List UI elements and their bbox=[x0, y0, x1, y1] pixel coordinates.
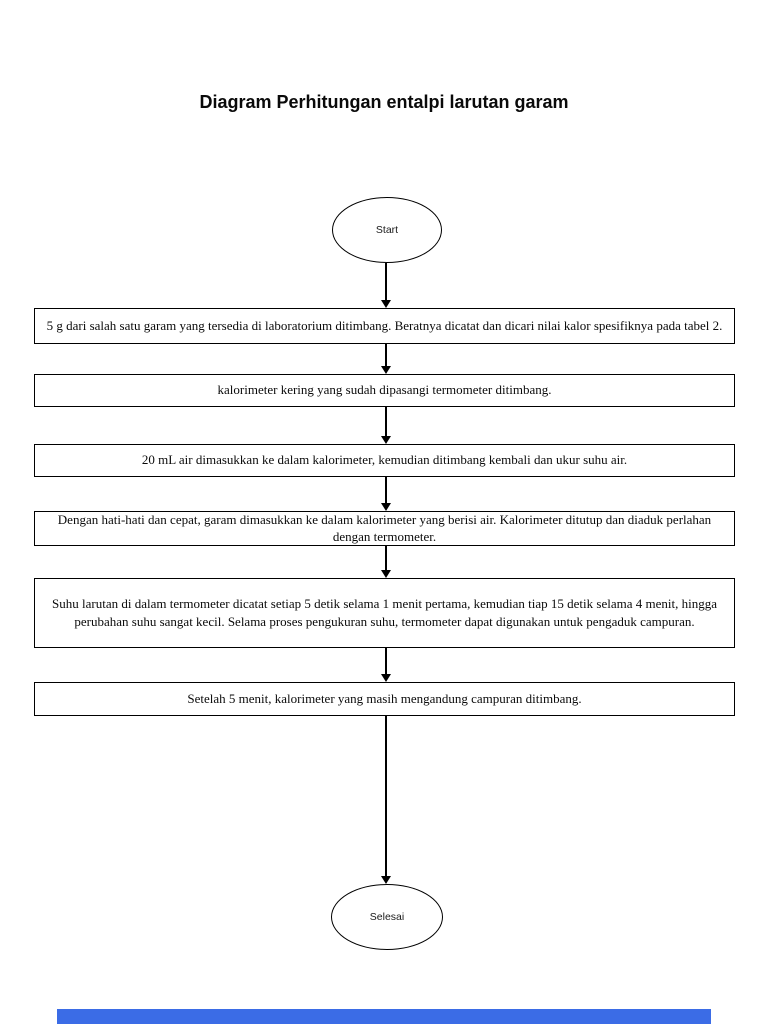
flow-step-box-1: 5 g dari salah satu garam yang tersedia … bbox=[34, 308, 735, 344]
flow-step-box-3: 20 mL air dimasukkan ke dalam kalorimete… bbox=[34, 444, 735, 477]
flow-step-box-6: Setelah 5 menit, kalorimeter yang masih … bbox=[34, 682, 735, 716]
flow-step-text: Suhu larutan di dalam termometer dicatat… bbox=[52, 596, 717, 629]
end-label: Selesai bbox=[369, 911, 405, 923]
flow-arrow-down-icon bbox=[380, 343, 392, 374]
flow-step-box-2: kalorimeter kering yang sudah dipasangi … bbox=[34, 374, 735, 407]
flow-arrow-down-icon bbox=[380, 546, 392, 578]
viewer-progress-bar[interactable] bbox=[57, 1009, 711, 1024]
flow-step-text: Dengan hati-hati dan cepat, garam dimasu… bbox=[57, 512, 712, 544]
start-label: Start bbox=[375, 224, 399, 236]
page-title: Diagram Perhitungan entalpi larutan gara… bbox=[199, 92, 569, 112]
flow-step-text: kalorimeter kering yang sudah dipasangi … bbox=[217, 382, 552, 398]
end-terminator: Selesai bbox=[331, 884, 443, 950]
start-terminator: Start bbox=[332, 197, 442, 263]
flow-step-text: 20 mL air dimasukkan ke dalam kalorimete… bbox=[141, 452, 628, 468]
flow-arrow-down-icon bbox=[380, 648, 392, 682]
flow-arrow-down-icon bbox=[380, 477, 392, 511]
flow-step-box-4: Dengan hati-hati dan cepat, garam dimasu… bbox=[34, 511, 735, 546]
flow-arrow-down-icon bbox=[380, 716, 392, 884]
flow-step-box-5: Suhu larutan di dalam termometer dicatat… bbox=[34, 578, 735, 648]
flow-arrow-down-icon bbox=[380, 263, 392, 308]
flow-step-text: Setelah 5 menit, kalorimeter yang masih … bbox=[187, 690, 582, 706]
flow-arrow-down-icon bbox=[380, 407, 392, 444]
flow-step-text: 5 g dari salah satu garam yang tersedia … bbox=[46, 317, 723, 333]
